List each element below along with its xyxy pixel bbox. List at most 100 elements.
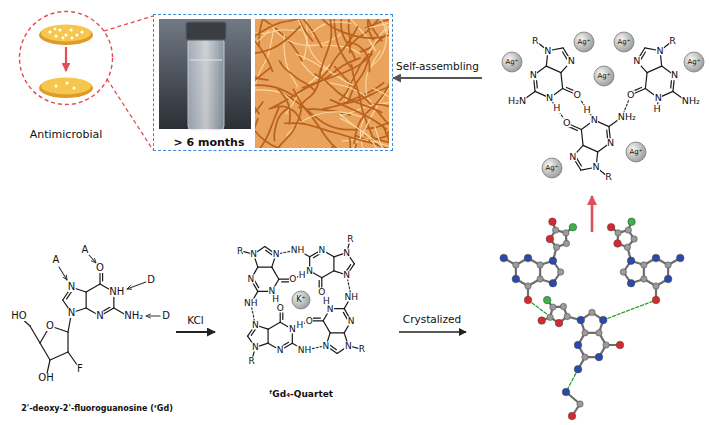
atom-label: O: [96, 263, 105, 273]
atom-label: N: [529, 71, 537, 81]
petri-dish: [39, 25, 93, 45]
atom-ball: [589, 309, 595, 315]
bond-line: [258, 266, 272, 267]
vial-cap: [186, 22, 226, 40]
atom-label: N: [272, 250, 280, 259]
callout-line: [104, 16, 153, 31]
atom-label: N: [569, 152, 577, 162]
atom-label: N: [251, 343, 259, 352]
ion-label: Ag⁺: [506, 59, 519, 66]
colony: [54, 28, 57, 31]
atom-label: N: [546, 93, 554, 103]
connector-layer: [176, 78, 482, 332]
atom-ball: [537, 276, 543, 282]
fiber: [302, 54, 372, 88]
atom-ball: [537, 262, 543, 268]
caption: 2'-deoxy-2'-fluoroguanosine (ᶠGd): [21, 405, 174, 413]
atom-label: R: [347, 235, 354, 244]
atom-label: R: [248, 356, 255, 365]
atom-ball: [525, 283, 531, 289]
atom-ball: [595, 353, 603, 361]
colony: [55, 85, 58, 88]
atom-ball: [664, 275, 672, 283]
molecule-drawing: [19, 32, 704, 378]
ion-sphere: [614, 32, 634, 52]
atom-label: R: [358, 345, 365, 354]
bond-line: [647, 66, 662, 73]
fiber: [315, 19, 389, 38]
atom-ball: [616, 341, 624, 349]
process-arrow: [176, 331, 215, 333]
atom-label: N: [67, 282, 75, 292]
colony: [62, 37, 65, 40]
atom-label: N: [343, 248, 351, 257]
atom-label: NH: [244, 299, 259, 308]
quartet-structure: ᶠGd₄-QuartetK⁺ONHNNNNHRONHNNNNHRONHNNNNH…: [215, 228, 387, 404]
atom-ball: [524, 254, 532, 262]
atom-ball: [513, 262, 519, 268]
atom-ball: [641, 262, 647, 268]
silver-assembly-structure: [502, 32, 704, 178]
atom-ball: [615, 230, 621, 236]
atom-ball: [546, 235, 554, 243]
site-label: A: [81, 245, 89, 255]
atom-label: H: [272, 294, 280, 303]
atom-ball: [538, 317, 546, 325]
ion-sphere: [626, 142, 646, 162]
petri-dish: [41, 25, 91, 42]
atom-ball: [568, 412, 576, 420]
atom-label: HO: [11, 311, 27, 321]
bond-line: [581, 129, 583, 145]
atom-ball: [652, 254, 660, 262]
bond-line: [645, 73, 647, 89]
colony: [58, 28, 61, 31]
fiber: [275, 104, 302, 148]
atom-ball: [582, 330, 588, 336]
site-label: D: [162, 311, 171, 321]
bond-line: [86, 284, 100, 292]
bond-line: [561, 73, 563, 89]
process-arrow: [591, 196, 594, 232]
atom-ball: [549, 218, 557, 226]
atom-ball: [524, 296, 532, 304]
bond-line: [30, 326, 40, 343]
ion-sphere: [684, 52, 704, 72]
fiber: [255, 118, 262, 148]
atom-label: OH: [38, 373, 54, 383]
atom-label: H: [296, 321, 304, 330]
atom-label: O: [573, 90, 581, 100]
atom-label: N: [671, 71, 679, 81]
fiber: [330, 100, 387, 130]
atom-label: N: [345, 341, 353, 350]
fiber: [340, 86, 389, 115]
atom-label: N: [544, 46, 552, 56]
callout-circle: Antimicrobial: [18, 10, 114, 106]
bond-line: [67, 332, 68, 352]
atom-label: N: [607, 138, 615, 148]
fiber: [306, 145, 334, 148]
atom-label: R: [236, 246, 243, 255]
bond-line: [577, 158, 582, 166]
site-arrow: [59, 267, 67, 280]
atom-ball: [577, 316, 585, 324]
bond-line: [583, 145, 598, 152]
atom-label: R: [669, 36, 677, 46]
colony: [66, 82, 69, 85]
atom-ball: [627, 279, 635, 287]
atom-label: N: [96, 311, 104, 321]
atom-label: N: [656, 46, 664, 56]
fiber: [277, 87, 290, 124]
callout-circle: [18, 10, 114, 106]
atom-ball: [627, 257, 635, 265]
atom-ball: [569, 223, 577, 231]
atom-label: H: [298, 270, 306, 279]
atom-label: NH₂: [617, 112, 636, 122]
atom-ball: [500, 254, 508, 262]
atom-ball: [563, 240, 569, 246]
atom-ball: [543, 296, 551, 304]
fiber: [347, 42, 369, 73]
atom-label: O: [305, 316, 313, 325]
atom-label: N: [306, 266, 314, 275]
atom-label: O: [289, 275, 297, 284]
